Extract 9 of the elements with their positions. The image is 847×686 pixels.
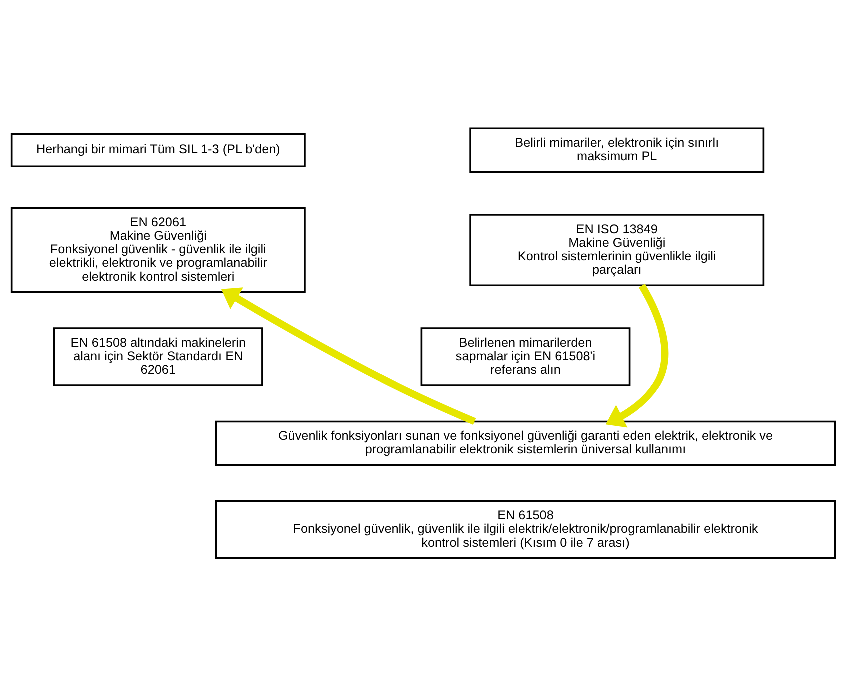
node-box: EN 61508 Fonksiyonel güvenlik, güvenlik ile ilgili elektrik/elektronik/programlanabilir elektronik kontrol sistemleri (Kısım 0 ile 7 arası) bbox=[215, 500, 836, 559]
node-box: EN 61508 altındaki makinelerin alanı için Sektör Standardı EN 62061 bbox=[53, 327, 264, 386]
node-box: EN ISO 13849 Makine Güvenliği Kontrol sistemlerinin güvenlikle ilgili parçaları bbox=[470, 214, 765, 286]
node-box: EN 62061 Makine Güvenliği Fonksiyonel güvenlik - güvenlik ile ilgili elektrikli, elektronik ve programlanabilir elektronik kontrol sistemleri bbox=[10, 206, 306, 293]
arrow bbox=[606, 284, 669, 428]
node-box: Belirli mimariler, elektronik için sınırlı maksimum PL bbox=[470, 127, 765, 172]
node-box: Güvenlik fonksiyonları sunan ve fonksiyonel güvenliği garanti eden elektrik, elektronik ve programlanabilir elektronik sistemlerin üniversal kullanımı bbox=[215, 420, 836, 466]
node-box: Herhangi bir mimari Tüm SIL 1-3 (PL b'den) bbox=[10, 132, 306, 168]
node-box: Belirlenen mimarilerden sapmalar için EN 61508'i referans alın bbox=[420, 327, 631, 386]
